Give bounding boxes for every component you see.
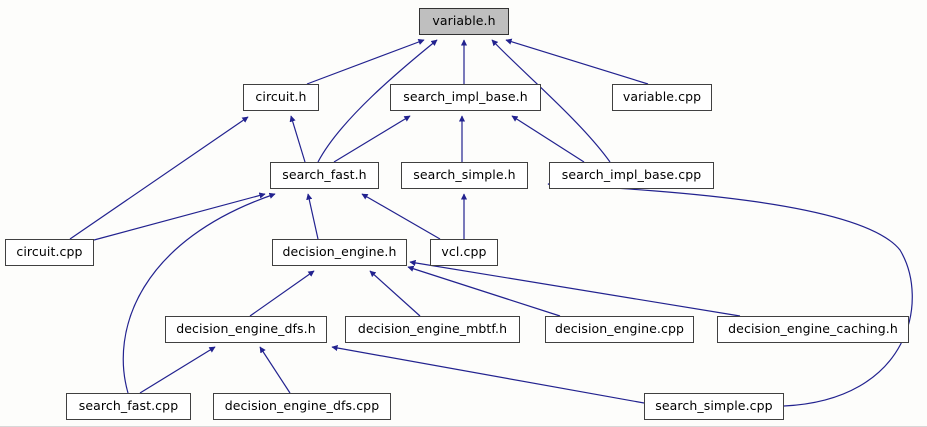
graph-edge [122, 192, 276, 394]
graph-node-label: search_fast.cpp [78, 398, 179, 414]
graph-node-circuit-cpp[interactable]: circuit.cpp [5, 239, 94, 266]
graph-node-label: search_simple.h [413, 167, 516, 183]
graph-node-search-fast-cpp[interactable]: search_fast.cpp [66, 393, 191, 420]
graph-node-search-impl-base-h[interactable]: search_impl_base.h [390, 84, 541, 111]
graph-node-vcl-cpp[interactable]: vcl.cpp [430, 239, 498, 266]
graph-node-label: decision_engine.cpp [554, 321, 685, 337]
graph-node-label: decision_engine.h [282, 244, 397, 260]
graph-edge [139, 346, 216, 394]
graph-node-label: decision_engine_caching.h [728, 321, 898, 337]
graph-node-label: decision_engine_mbtf.h [357, 321, 508, 337]
graph-node-label: vcl.cpp [441, 244, 487, 260]
graph-node-search-fast-h[interactable]: search_fast.h [270, 162, 379, 189]
graph-node-search-simple-cpp[interactable]: search_simple.cpp [644, 393, 784, 420]
graph-node-label: search_impl_base.cpp [561, 167, 702, 183]
graph-edge [331, 344, 645, 404]
graph-edge [333, 115, 411, 163]
graph-node-label: search_simple.cpp [655, 398, 773, 414]
graph-node-label: circuit.h [255, 89, 307, 105]
graph-edge [369, 270, 421, 317]
graph-node-decision-engine-dfs-cpp[interactable]: decision_engine_dfs.cpp [213, 393, 391, 420]
graph-edge [289, 115, 306, 163]
graph-node-search-impl-base-cpp[interactable]: search_impl_base.cpp [549, 162, 714, 189]
graph-edge [249, 270, 315, 317]
graph-node-decision-engine-h[interactable]: decision_engine.h [272, 239, 407, 266]
graph-node-variable-cpp[interactable]: variable.cpp [612, 84, 712, 111]
graph-edge [511, 115, 585, 163]
graph-node-label: search_fast.h [282, 167, 367, 183]
graph-node-label: decision_engine_dfs.h [176, 321, 316, 337]
edge-group [69, 38, 913, 407]
graph-edge [306, 39, 425, 85]
graph-edge [93, 192, 266, 241]
graph-edge [306, 193, 319, 240]
graph-edge [361, 193, 441, 240]
graph-edge [69, 116, 249, 240]
graph-edge [409, 259, 741, 317]
graph-node-variable-h[interactable]: variable.h [419, 8, 509, 35]
graph-edge [491, 39, 611, 163]
graph-edge [259, 346, 291, 394]
graph-node-label: search_impl_base.h [403, 89, 528, 105]
graph-edge [317, 39, 438, 163]
graph-node-label: circuit.cpp [16, 244, 83, 260]
graph-node-label: variable.cpp [622, 89, 702, 105]
graph-node-decision-engine-dfs-h[interactable]: decision_engine_dfs.h [165, 316, 327, 343]
graph-edge [505, 38, 649, 85]
graph-edge [547, 181, 913, 407]
graph-node-circuit-h[interactable]: circuit.h [243, 84, 319, 111]
graph-node-label: decision_engine_dfs.cpp [224, 398, 380, 414]
graph-node-decision-engine-caching-h[interactable]: decision_engine_caching.h [717, 316, 909, 343]
graph-node-search-simple-h[interactable]: search_simple.h [401, 162, 528, 189]
graph-edge [407, 265, 561, 317]
graph-node-decision-engine-cpp[interactable]: decision_engine.cpp [545, 316, 694, 343]
graph-node-decision-engine-mbtf-h[interactable]: decision_engine_mbtf.h [345, 316, 520, 343]
graph-node-label: variable.h [432, 13, 496, 29]
